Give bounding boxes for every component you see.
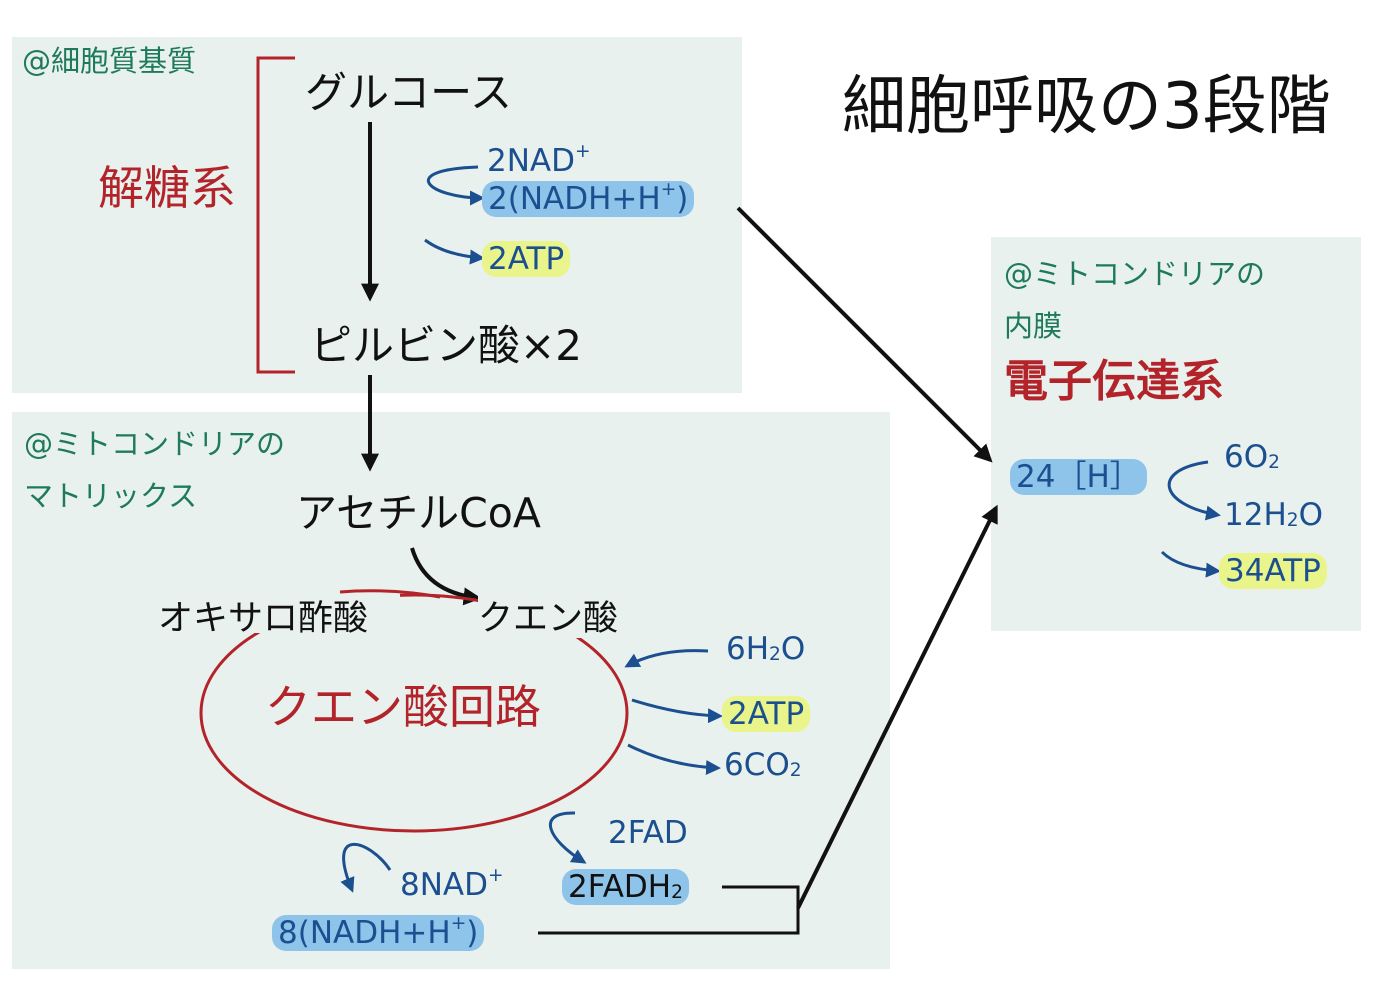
etc-oxygen-label: 6O2 [1224, 439, 1280, 475]
citric-location-line1: @ミトコンドリアの [24, 427, 286, 461]
glycolysis-location: @細胞質基質 [22, 44, 197, 78]
citric-cycle-name: クエン酸回路 [265, 680, 541, 734]
glycolysis-name: 解糖系 [98, 161, 236, 215]
glucose-label: グルコース [305, 68, 513, 117]
citrate-label: クエン酸 [478, 599, 619, 639]
acetyl-to-citrate-arrow [410, 547, 482, 606]
cycle-to-etc-arrow [796, 504, 998, 909]
fadh2-connector [722, 885, 800, 906]
citric-location-line2: マトリックス [24, 479, 198, 513]
cycle-fad-label: 2FAD [608, 815, 688, 851]
cycle-gap-right [478, 590, 626, 638]
nadh8-connector [538, 906, 800, 935]
cycle-fadh2-label: 2FADH2 [562, 869, 689, 905]
etc-location-line1: @ミトコンドリアの [1004, 257, 1266, 291]
acetyl-coa-label: アセチルCoA [296, 489, 541, 537]
citric-cycle-ring [199, 593, 629, 833]
fad-arrow [548, 811, 587, 864]
oxygen-to-water-arrow [1167, 460, 1221, 521]
pyruvate-label: ピルビン酸×2 [310, 321, 582, 370]
cycle-atp-label: 2ATP [722, 696, 811, 732]
glycolysis-nadh-label: 2(NADH+H+) [482, 180, 695, 217]
etc-location-line2: 内膜 [1004, 309, 1063, 343]
cycle-water-label: 6H2O [726, 631, 806, 667]
page-title: 細胞呼吸の3段階 [842, 70, 1331, 144]
water-in-arrow [624, 649, 709, 668]
etc-water-label: 12H2O [1224, 497, 1324, 533]
etc-atp-label: 34ATP [1219, 553, 1327, 589]
co2-arrow [627, 743, 721, 775]
nad8-arrow [340, 842, 392, 893]
cycle-gap-left [230, 585, 400, 633]
etc-name: 電子伝達系 [1004, 356, 1224, 407]
cycle-co2-label: 6CO2 [724, 747, 802, 783]
glycolysis-bracket [256, 56, 295, 374]
oxaloacetate-label: オキサロ酢酸 [158, 599, 369, 639]
nad-to-nadh-arrow [426, 165, 485, 206]
glycolysis-nad-label: 2NAD+ [487, 141, 591, 179]
cycle-atp-arrow [631, 698, 723, 724]
cycle-top-arc [339, 589, 441, 599]
etc-hydrogen-label: 24［H］ [1010, 459, 1147, 495]
glycolysis-atp-arrow [424, 238, 485, 265]
cycle-nadh-label: 8(NADH+H+) [272, 914, 485, 951]
nadh-to-etc-arrow [736, 206, 993, 463]
glycolysis-atp-label: 2ATP [482, 241, 571, 277]
citric-cycle-panel [12, 412, 890, 969]
cycle-nad-label: 8NAD+ [400, 865, 504, 903]
etc-atp-arrow [1160, 550, 1221, 578]
